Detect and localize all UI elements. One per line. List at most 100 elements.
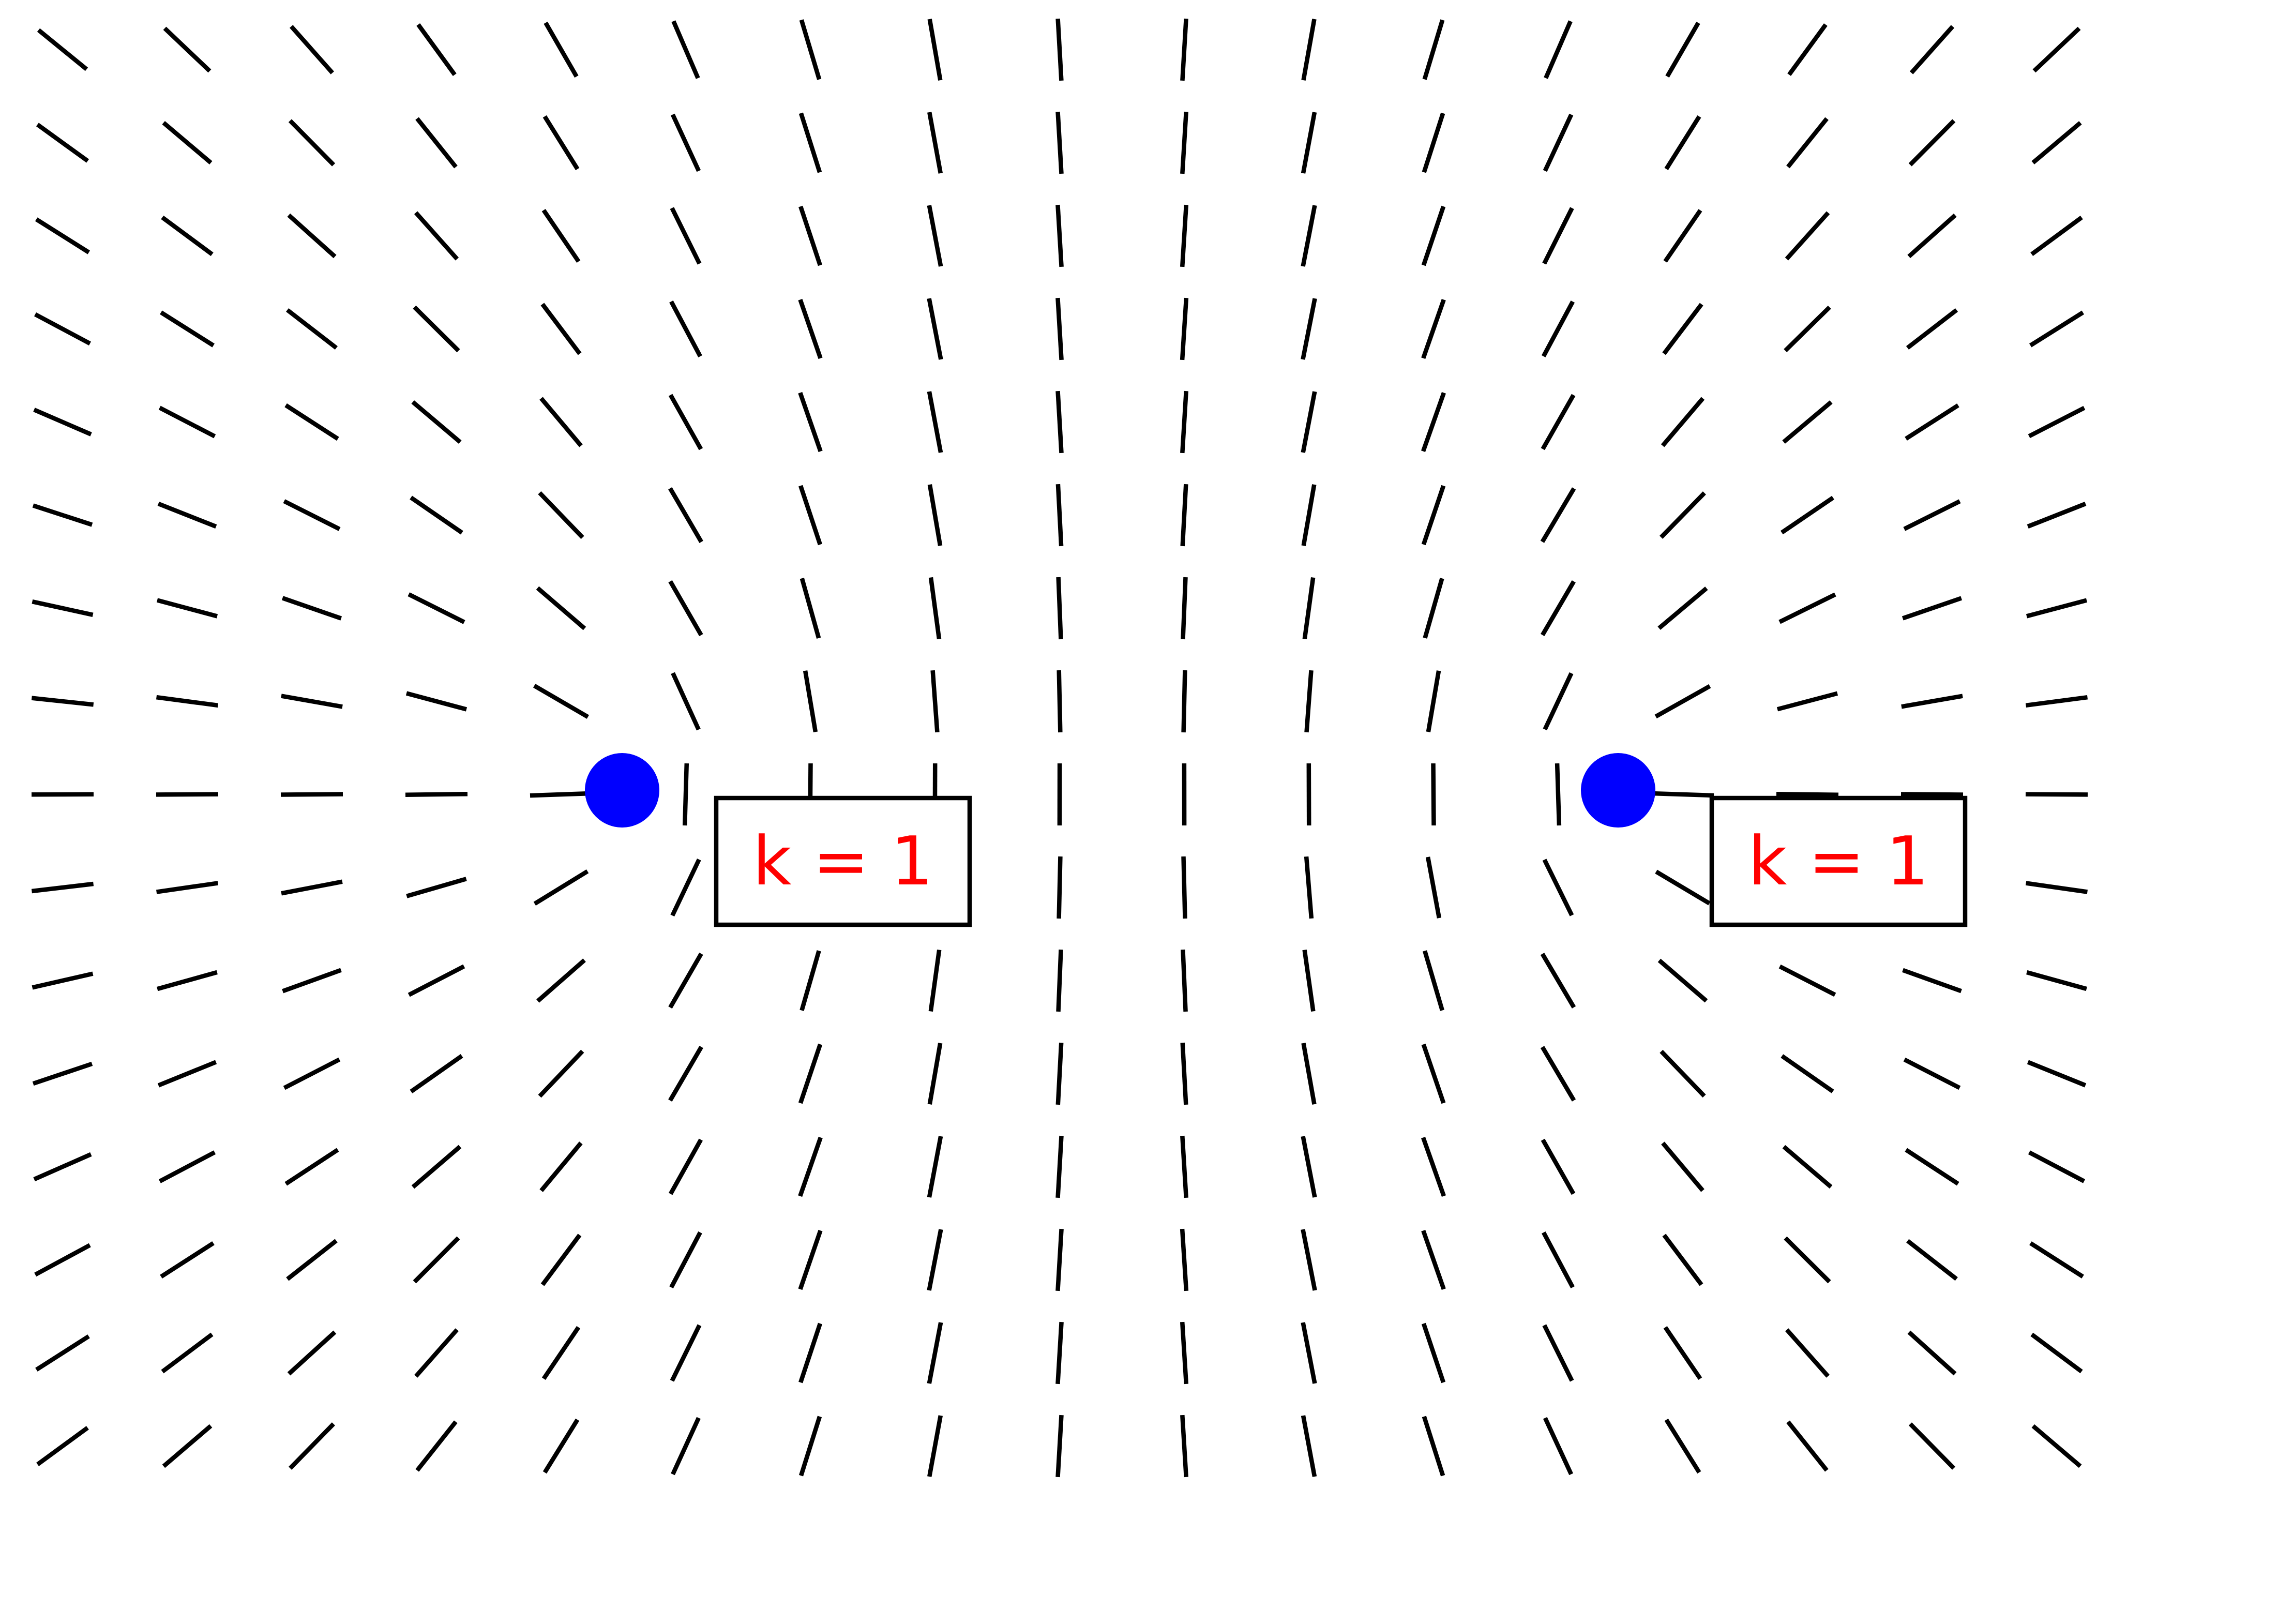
field-line-segment [1781, 495, 1834, 535]
field-line-segment [1903, 1057, 1961, 1090]
field-line-segment [1540, 1046, 1576, 1102]
field-line-segment [1905, 1148, 1959, 1186]
field-line-segment [408, 592, 465, 624]
field-line-segment [162, 121, 213, 164]
field-line-segment [157, 970, 218, 991]
field-line-segment [1543, 1417, 1574, 1476]
field-line-segment [156, 881, 219, 894]
field-line-segment [1055, 1135, 1064, 1198]
field-line-segment [287, 1330, 337, 1376]
left-singularity: k = 1 [585, 753, 972, 927]
field-line-segment [1180, 1135, 1188, 1198]
field-line-segment [1541, 580, 1576, 636]
field-line-segment [34, 312, 91, 345]
field-line-segment [1544, 20, 1573, 79]
field-line-segment [2026, 970, 2087, 991]
field-line-segment [1421, 1043, 1446, 1104]
field-line-segment [1541, 1138, 1576, 1195]
field-line-segment [1421, 485, 1446, 546]
field-line-segment [1055, 204, 1064, 267]
field-line-segment [35, 1334, 90, 1372]
field-line-segment [541, 1326, 581, 1380]
field-line-segment [1662, 1234, 1703, 1286]
field-line-segment [285, 308, 338, 350]
field-line-segment [1301, 112, 1317, 174]
field-line-segment [158, 405, 216, 439]
field-line-segment [540, 303, 582, 355]
field-line-segment [33, 1152, 92, 1182]
field-line-segment [1057, 856, 1063, 919]
field-line-segment [1055, 1415, 1064, 1478]
field-line-segment [1301, 1322, 1317, 1384]
field-line-segment [1301, 298, 1317, 360]
field-line-segment [538, 1049, 584, 1098]
field-line-segment [2031, 121, 2082, 164]
field-line-segment [32, 599, 94, 617]
field-line-segment [1421, 205, 1446, 266]
field-line-segment [799, 578, 821, 639]
field-line-segment [1055, 484, 1064, 547]
field-line-segment [31, 881, 94, 894]
field-line-segment [2029, 1241, 2084, 1279]
field-line-segment [540, 1234, 582, 1286]
field-line-segment [289, 1422, 335, 1470]
field-line-segment [1664, 1418, 1701, 1474]
field-line-segment [32, 503, 93, 527]
field-line-segment [1055, 1228, 1064, 1291]
field-line-segment [798, 112, 822, 173]
field-line-segment [668, 394, 703, 450]
singularity-dot [1581, 753, 1655, 828]
field-line-segment [927, 484, 943, 546]
field-line-segment [1786, 1420, 1829, 1472]
field-line-segment [1787, 23, 1828, 76]
field-line-segment [2028, 1150, 2086, 1183]
field-line-segment [415, 1420, 458, 1472]
field-line-segment [1663, 1326, 1702, 1380]
field-line-segment [1776, 791, 1839, 798]
field-line-segment [1542, 1231, 1575, 1288]
field-line-segment [2027, 502, 2087, 529]
field-line-segment [31, 792, 94, 797]
field-line-segment [156, 695, 219, 708]
field-line-segment [1909, 25, 1955, 74]
field-line-segment [1540, 487, 1576, 543]
field-line-segment [1906, 1239, 1958, 1281]
field-line-segment [1180, 1321, 1189, 1385]
field-line-segment [1180, 18, 1188, 81]
field-line-segment [803, 670, 818, 732]
field-line-segment [927, 1136, 943, 1198]
field-line-segment [1180, 1042, 1188, 1105]
field-line-segment [33, 408, 92, 437]
field-line-segment [1304, 670, 1314, 733]
field-line-segment [1900, 792, 1964, 797]
field-line-segment [411, 400, 462, 444]
field-line-segment [32, 1061, 93, 1086]
field-line-segment [2030, 215, 2083, 257]
field-line-segment [2025, 695, 2088, 708]
field-line-segment [1781, 1054, 1834, 1093]
field-line-segment [1651, 791, 1714, 798]
field-line-segment [1664, 115, 1701, 171]
field-line-segment [1422, 1416, 1445, 1477]
field-line-segment [544, 21, 579, 78]
field-line-segment [281, 879, 343, 896]
field-line-segment [670, 113, 701, 172]
field-line-segment [1657, 958, 1708, 1003]
field-line-segment [1541, 394, 1576, 450]
field-line-segment [1180, 1415, 1188, 1478]
field-line-segment [1056, 949, 1063, 1012]
field-line-segment [287, 213, 337, 259]
field-line-segment [1057, 670, 1063, 733]
field-line-segment [670, 858, 701, 917]
field-line-segment [798, 485, 822, 546]
field-line-segment [1421, 1229, 1446, 1290]
field-line-segment [1782, 400, 1833, 444]
field-line-segment [927, 1415, 943, 1477]
index-label: k = 1 [752, 822, 933, 900]
field-line-segment [156, 792, 219, 797]
field-line-segment [927, 1229, 943, 1291]
field-line-segment [798, 1136, 823, 1197]
field-line-segment [160, 310, 215, 348]
singularity-dot [585, 753, 659, 828]
